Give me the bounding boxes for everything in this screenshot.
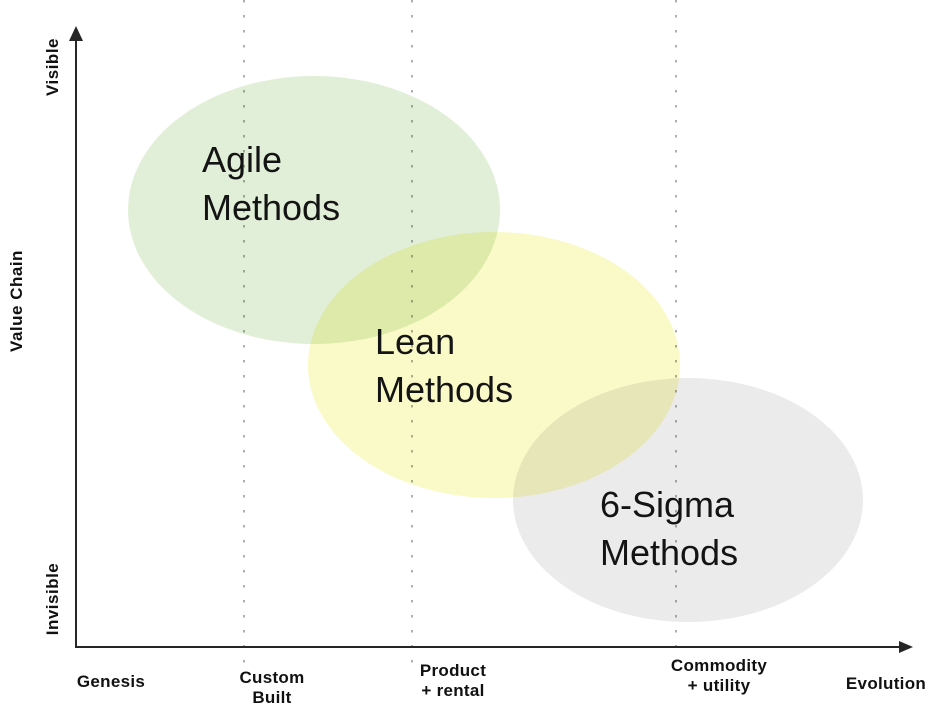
stage-label-custom-built-line1: Custom	[239, 668, 305, 687]
x-axis-line	[75, 646, 899, 648]
stage-label-commodity-utility-line1: Commodity	[670, 656, 768, 675]
six-sigma-methods-label: 6-Sigma Methods	[600, 481, 738, 577]
lean-methods-label-line2: Methods	[375, 369, 514, 410]
six-sigma-methods-label-line1: 6-Sigma	[600, 484, 735, 525]
stage-label-product-rental-line1: Product	[419, 661, 487, 680]
value-chain-axis-label: Value Chain	[7, 250, 26, 352]
invisible-label: Invisible	[43, 562, 62, 636]
stage-label-product-rental-line2: + rental	[421, 681, 485, 700]
stage-divider-line-commodity	[675, 0, 677, 664]
agile-methods-label: Agile Methods	[202, 136, 340, 232]
six-sigma-methods-label-line2: Methods	[600, 532, 739, 573]
six-sigma-methods-ellipse	[513, 378, 863, 622]
stage-label-custom-built-line2: Built	[252, 688, 292, 707]
stage-label-commodity-utility-line2: + utility	[687, 676, 751, 695]
stage-label-custom-built: Custom Built	[212, 668, 332, 708]
x-axis-arrow-right-icon	[899, 641, 913, 653]
agile-methods-label-line1: Agile	[202, 139, 283, 180]
stage-label-commodity-utility: Commodity + utility	[644, 656, 794, 696]
visible-label: Visible	[43, 38, 62, 96]
lean-methods-label: Lean Methods	[375, 318, 513, 414]
stage-label-product-rental: Product + rental	[393, 661, 513, 701]
y-axis-line	[75, 40, 77, 647]
evolution-axis-label: Evolution	[845, 674, 927, 693]
agile-methods-label-line2: Methods	[202, 187, 341, 228]
y-axis-arrow-up-icon	[69, 26, 83, 41]
stage-label-genesis: Genesis	[51, 672, 171, 692]
lean-methods-label-line1: Lean	[375, 321, 456, 362]
stage-label-genesis-line1: Genesis	[76, 672, 146, 691]
